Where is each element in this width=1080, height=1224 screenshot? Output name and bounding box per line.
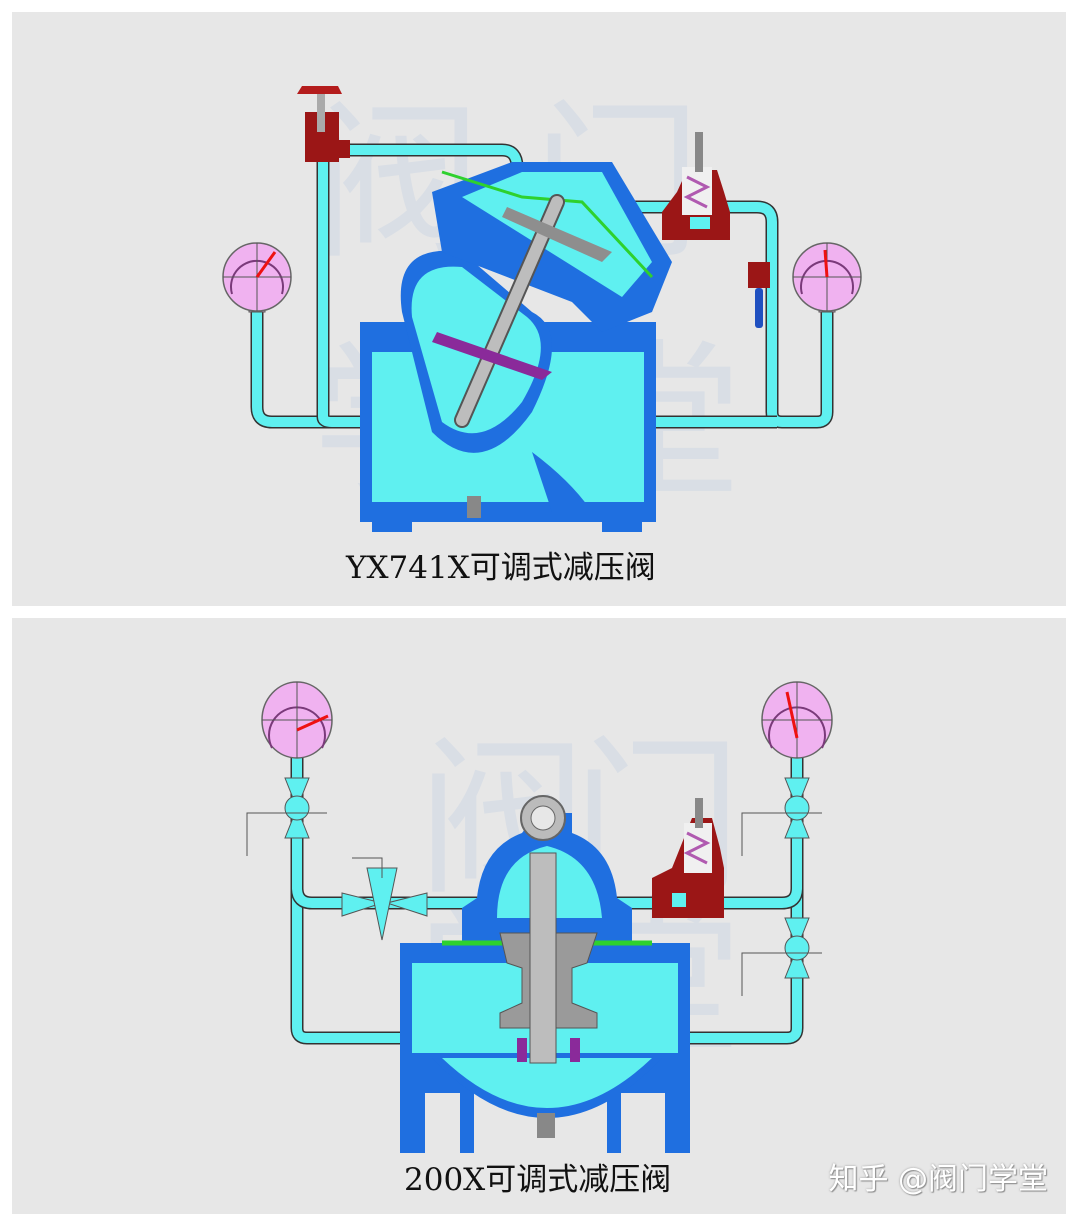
valve-stem xyxy=(432,194,612,428)
diagram-caption: YX741X可调式减压阀 xyxy=(346,550,656,586)
pilot-pressure-reducing-valve[interactable] xyxy=(652,798,724,918)
200x-valve-diagram: 阀 门 学 堂 xyxy=(246,681,833,1153)
main-valve-body xyxy=(400,813,690,1153)
isolation-valve-lower-right[interactable] xyxy=(741,917,822,996)
pressure-gauge-inlet xyxy=(222,242,292,313)
zhihu-watermark: 知乎 @阀门学堂 xyxy=(828,1162,1048,1197)
lifting-eye xyxy=(520,795,566,841)
diagram-panel-200x: 阀 门 学 堂 xyxy=(12,618,1066,1214)
yx741x-valve-diagram: 阀 门 学 堂 xyxy=(222,85,862,532)
pressure-gauge-outlet xyxy=(761,681,833,759)
isolation-valve-upper-right[interactable] xyxy=(741,777,822,856)
pressure-gauge-inlet xyxy=(261,681,333,759)
needle-valve-throttle[interactable] xyxy=(341,857,428,941)
pressure-gauge-outlet xyxy=(792,242,862,313)
diagram-panel-yx741x: 阀 门 学 堂 xyxy=(12,12,1066,606)
needle-valve[interactable] xyxy=(297,86,350,162)
diagram-caption: 200X可调式减压阀 xyxy=(404,1162,672,1198)
isolation-valve-upper-left[interactable] xyxy=(246,777,327,856)
pilot-pressure-reducing-valve[interactable] xyxy=(662,132,730,240)
ball-valve[interactable] xyxy=(748,262,770,328)
